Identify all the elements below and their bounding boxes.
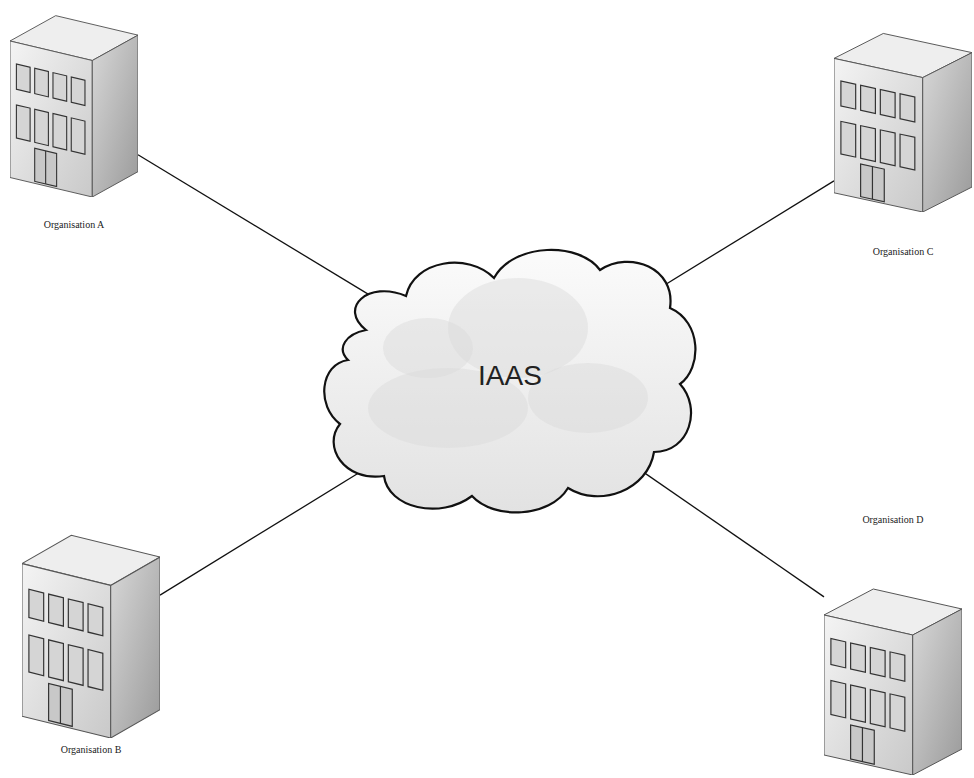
organisation-building: Organisation B — [22, 520, 160, 755]
organisation-label: Organisation B — [61, 744, 122, 755]
building-icon — [22, 520, 160, 738]
organisation-label: Organisation A — [44, 219, 105, 230]
organisation-building: Organisation C — [834, 20, 972, 257]
organisation-label: Organisation D — [862, 514, 923, 525]
organisation-label: Organisation C — [873, 246, 934, 257]
building-icon — [824, 575, 962, 775]
cloud-text-holder: IAAS — [318, 238, 702, 522]
organisation-building: Organisation D — [824, 514, 962, 775]
connector-line — [632, 464, 824, 596]
building-icon — [834, 20, 972, 212]
connector-line — [639, 181, 834, 301]
organisation-building: Organisation A — [10, 2, 138, 230]
building-icon — [10, 2, 138, 197]
cloud-label: IAAS — [478, 360, 542, 392]
connector-line — [160, 459, 381, 595]
cloud-node: IAAS — [318, 238, 702, 522]
connector-line — [138, 155, 380, 302]
